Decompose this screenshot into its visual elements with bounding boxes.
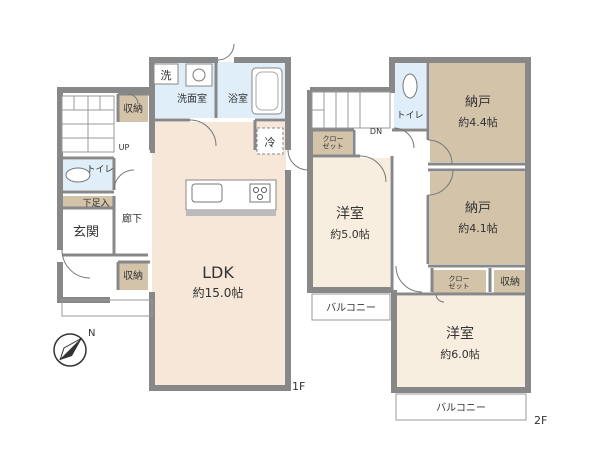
- washer: [153, 63, 179, 85]
- youshitsu1-size: 約5.0帖: [330, 227, 370, 241]
- nando1-floor: [430, 62, 526, 162]
- balcony2-label: バルコニー: [436, 402, 486, 414]
- floor-2: 納戸 約4.4帖 納戸 約4.1帖 洋室 約5.0帖 洋室 約6.0帖 トイレ …: [307, 57, 547, 427]
- washroom-label: 洗面室: [177, 92, 207, 105]
- ldk-label: LDK: [202, 263, 234, 282]
- nando1-name: 納戸: [465, 95, 491, 110]
- stairs-2f: [311, 91, 391, 129]
- floor-1: LDK 約15.0帖 玄関 廊下 トイレ 収納 収納 下足入 洗面室 浴室 洗 …: [57, 43, 309, 393]
- ldk-size: 約15.0帖: [193, 285, 244, 300]
- storage3-label: 収納: [500, 275, 520, 288]
- balcony1-label: バルコニー: [326, 302, 376, 314]
- storage3-floor: [494, 270, 526, 294]
- washer-label: 洗: [161, 69, 172, 82]
- nando2-name: 納戸: [465, 201, 491, 216]
- toilet2-fixture: [402, 73, 418, 99]
- bath-label: 浴室: [228, 92, 248, 105]
- youshitsu2-name: 洋室: [446, 325, 474, 342]
- genkan-label: 玄関: [73, 225, 99, 240]
- sink: [185, 63, 213, 87]
- compass-north-label: N: [88, 328, 95, 339]
- kitchen-counter: [185, 179, 277, 216]
- floor1-label: 1F: [292, 380, 305, 393]
- doors-1f: [61, 43, 309, 279]
- inner-walls-2f: [312, 62, 526, 296]
- stairs-1f: [61, 95, 115, 153]
- fridge-label: 冷: [265, 136, 276, 149]
- walls-2f: [307, 57, 531, 393]
- fridge-space: [256, 127, 284, 155]
- toilet2-label: トイレ: [396, 111, 423, 121]
- closet1-label: クローゼット: [323, 135, 344, 151]
- storage2-floor: [118, 262, 148, 290]
- storage1-floor: [118, 94, 148, 122]
- inner-walls-1f: [62, 62, 286, 290]
- ldk-floor: [152, 122, 286, 388]
- nando2-size: 約4.1帖: [458, 221, 498, 235]
- up-label: UP: [119, 143, 130, 152]
- closet2-floor: [432, 270, 486, 294]
- rouka-label: 廊下: [122, 212, 142, 225]
- entrance-porch: [61, 299, 153, 317]
- youshitsu1-floor: [312, 158, 390, 288]
- toilet1-fixture: [65, 167, 91, 183]
- nando1-size: 約4.4帖: [458, 115, 498, 129]
- floor2-label: 2F: [534, 414, 547, 427]
- balcony1: [311, 293, 391, 321]
- storage2-label: 収納: [123, 269, 143, 282]
- youshitsu2-floor: [396, 296, 526, 388]
- compass: N: [53, 328, 95, 367]
- nando2-floor: [430, 172, 526, 264]
- doors-2f: [359, 127, 454, 303]
- youshitsu2-size: 約6.0帖: [440, 347, 480, 361]
- storage1-label: 収納: [123, 102, 143, 115]
- toilet1-label: トイレ: [86, 165, 113, 175]
- closet1-floor: [312, 130, 352, 156]
- walls-1f: [57, 57, 291, 391]
- closet2-label: クローゼット: [449, 275, 470, 291]
- shoe-label: 下足入: [82, 198, 109, 209]
- youshitsu1-name: 洋室: [336, 205, 364, 222]
- balcony2: [395, 393, 527, 421]
- dn-label: DN: [370, 127, 382, 136]
- bathtub: [251, 67, 283, 115]
- shoe-floor: [62, 196, 114, 208]
